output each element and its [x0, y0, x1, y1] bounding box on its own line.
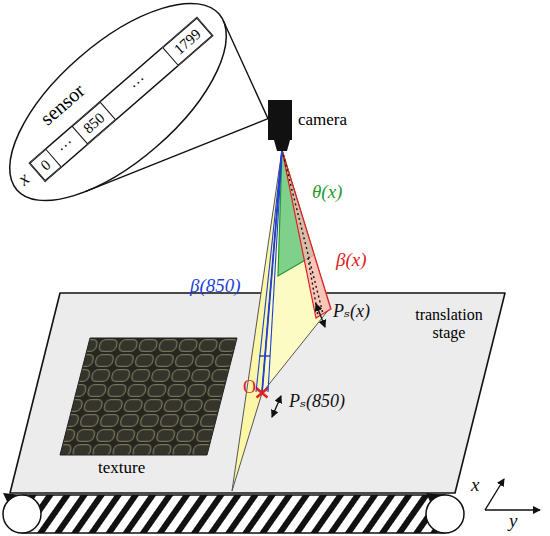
zoom-connector [85, 21, 268, 192]
node-text: camera [298, 110, 347, 130]
pixel-size-label: Pₛ(850) [289, 392, 345, 412]
pixel-size-label: Pₛ(x) [333, 302, 370, 322]
roller-side [3, 493, 22, 533]
axis-label: y [509, 511, 517, 532]
dotted-ray [282, 150, 323, 314]
texture-sample: texture [60, 338, 240, 483]
angle-label: β(x) [336, 250, 367, 271]
axis-label: x [471, 475, 479, 496]
sensor-outline [0, 0, 259, 236]
theta-wedge [278, 150, 314, 276]
camera-lens [274, 140, 290, 151]
texture-outline [60, 338, 240, 483]
node-text: translation stage [403, 306, 495, 343]
translation-stage: translation stage texture [8, 288, 513, 498]
axis-arrow [485, 479, 504, 510]
angle-label: β(850) [190, 276, 241, 297]
stage-surface [10, 293, 505, 493]
node-text: texture [98, 458, 145, 478]
sensor-strip [29, 17, 212, 181]
origin-label: O [243, 378, 256, 398]
texture-image [60, 338, 237, 455]
roller [3, 495, 41, 533]
zoom-ellipse [0, 0, 258, 234]
roller-side [426, 493, 445, 533]
roller [426, 495, 464, 533]
sensor-ellipse: sensor08501799x······ [0, 0, 259, 236]
conveyor-belt [22, 495, 445, 533]
camera-body: camera [268, 100, 292, 140]
angle-label: θ(x) [312, 182, 342, 203]
